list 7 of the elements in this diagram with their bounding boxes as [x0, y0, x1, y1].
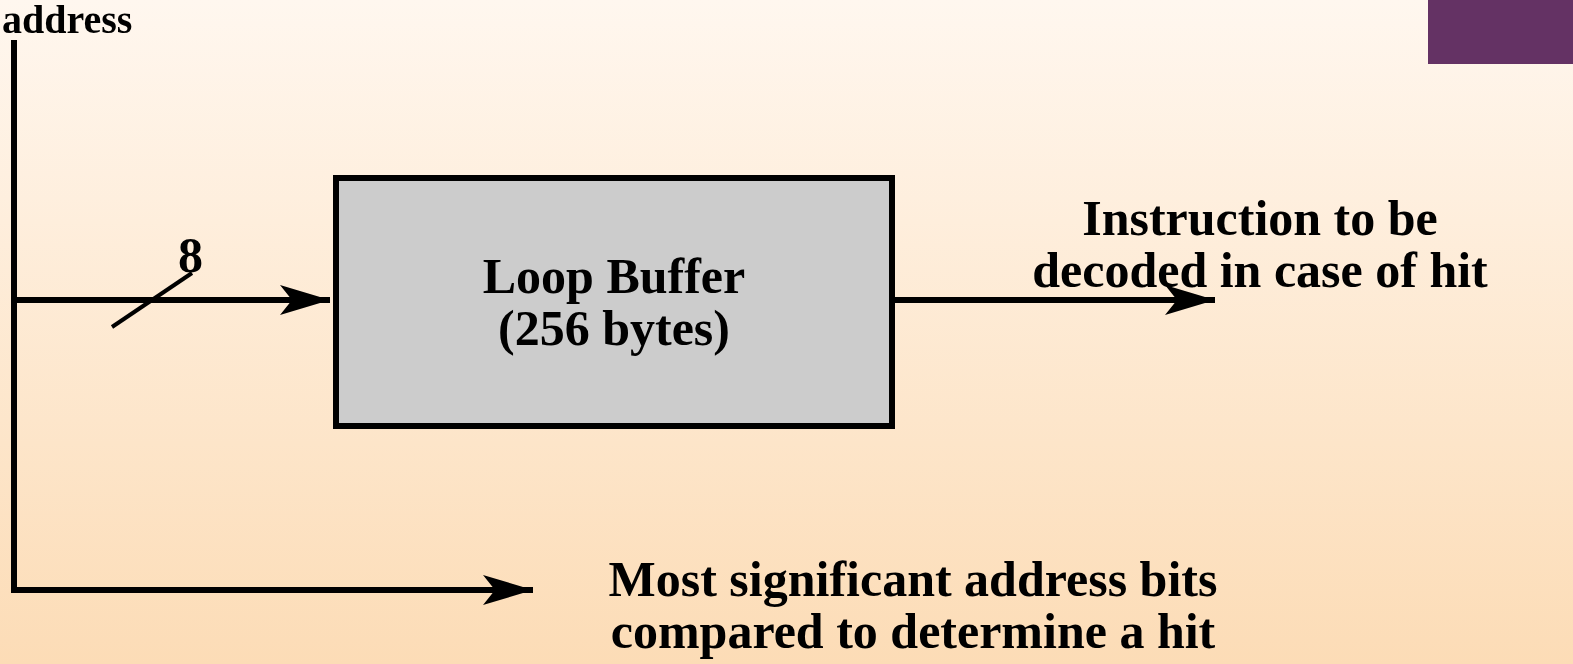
buffer-box	[333, 175, 895, 429]
output-label: Instruction to be decoded in case of hit	[1031, 192, 1489, 296]
edge-label: 8	[178, 230, 203, 280]
box-label: Loop Buffer (256 bytes)	[481, 250, 747, 354]
signal-label: address	[2, 0, 134, 40]
output-label: Most significant address bits compared to determine a hit	[607, 553, 1219, 657]
arrow	[11, 40, 533, 605]
